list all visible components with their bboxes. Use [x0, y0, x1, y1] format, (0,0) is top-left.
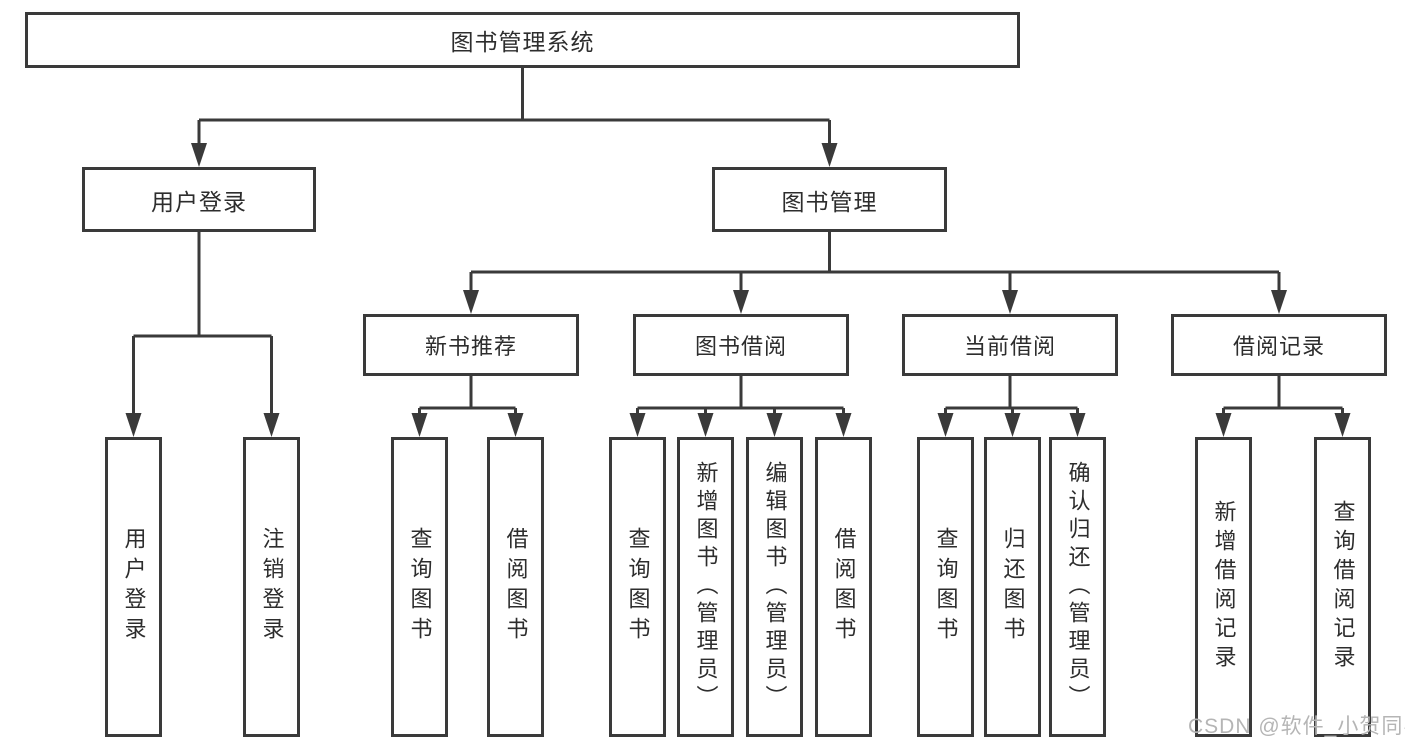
leaf-query-books-borrow: 查询图书 [609, 437, 666, 737]
node-book-borrowing: 图书借阅 [633, 314, 849, 376]
leaf-add-books-admin: 新增图书（管理员） [677, 437, 734, 737]
leaf-confirm-return-admin: 确认归还（管理员） [1049, 437, 1106, 737]
leaf-add-borrow-record: 新增借阅记录 [1195, 437, 1252, 737]
node-root-system: 图书管理系统 [25, 12, 1020, 68]
leaf-query-books-current: 查询图书 [917, 437, 974, 737]
leaf-return-books: 归还图书 [984, 437, 1041, 737]
node-new-book-recommendation: 新书推荐 [363, 314, 579, 376]
csdn-watermark: CSDN @软件_小贺同学 [1188, 715, 1405, 738]
leaf-logout: 注销登录 [243, 437, 300, 737]
node-user-login-module: 用户登录 [82, 167, 316, 232]
leaf-user-login: 用户登录 [105, 437, 162, 737]
node-current-borrowing: 当前借阅 [902, 314, 1118, 376]
leaf-query-borrow-record: 查询借阅记录 [1314, 437, 1371, 737]
leaf-borrow-books: 借阅图书 [815, 437, 872, 737]
node-book-management-module: 图书管理 [712, 167, 947, 232]
leaf-edit-books-admin: 编辑图书（管理员） [746, 437, 803, 737]
leaf-query-books-recommend: 查询图书 [391, 437, 448, 737]
leaf-borrow-books-recommend: 借阅图书 [487, 437, 544, 737]
node-borrowing-records: 借阅记录 [1171, 314, 1387, 376]
